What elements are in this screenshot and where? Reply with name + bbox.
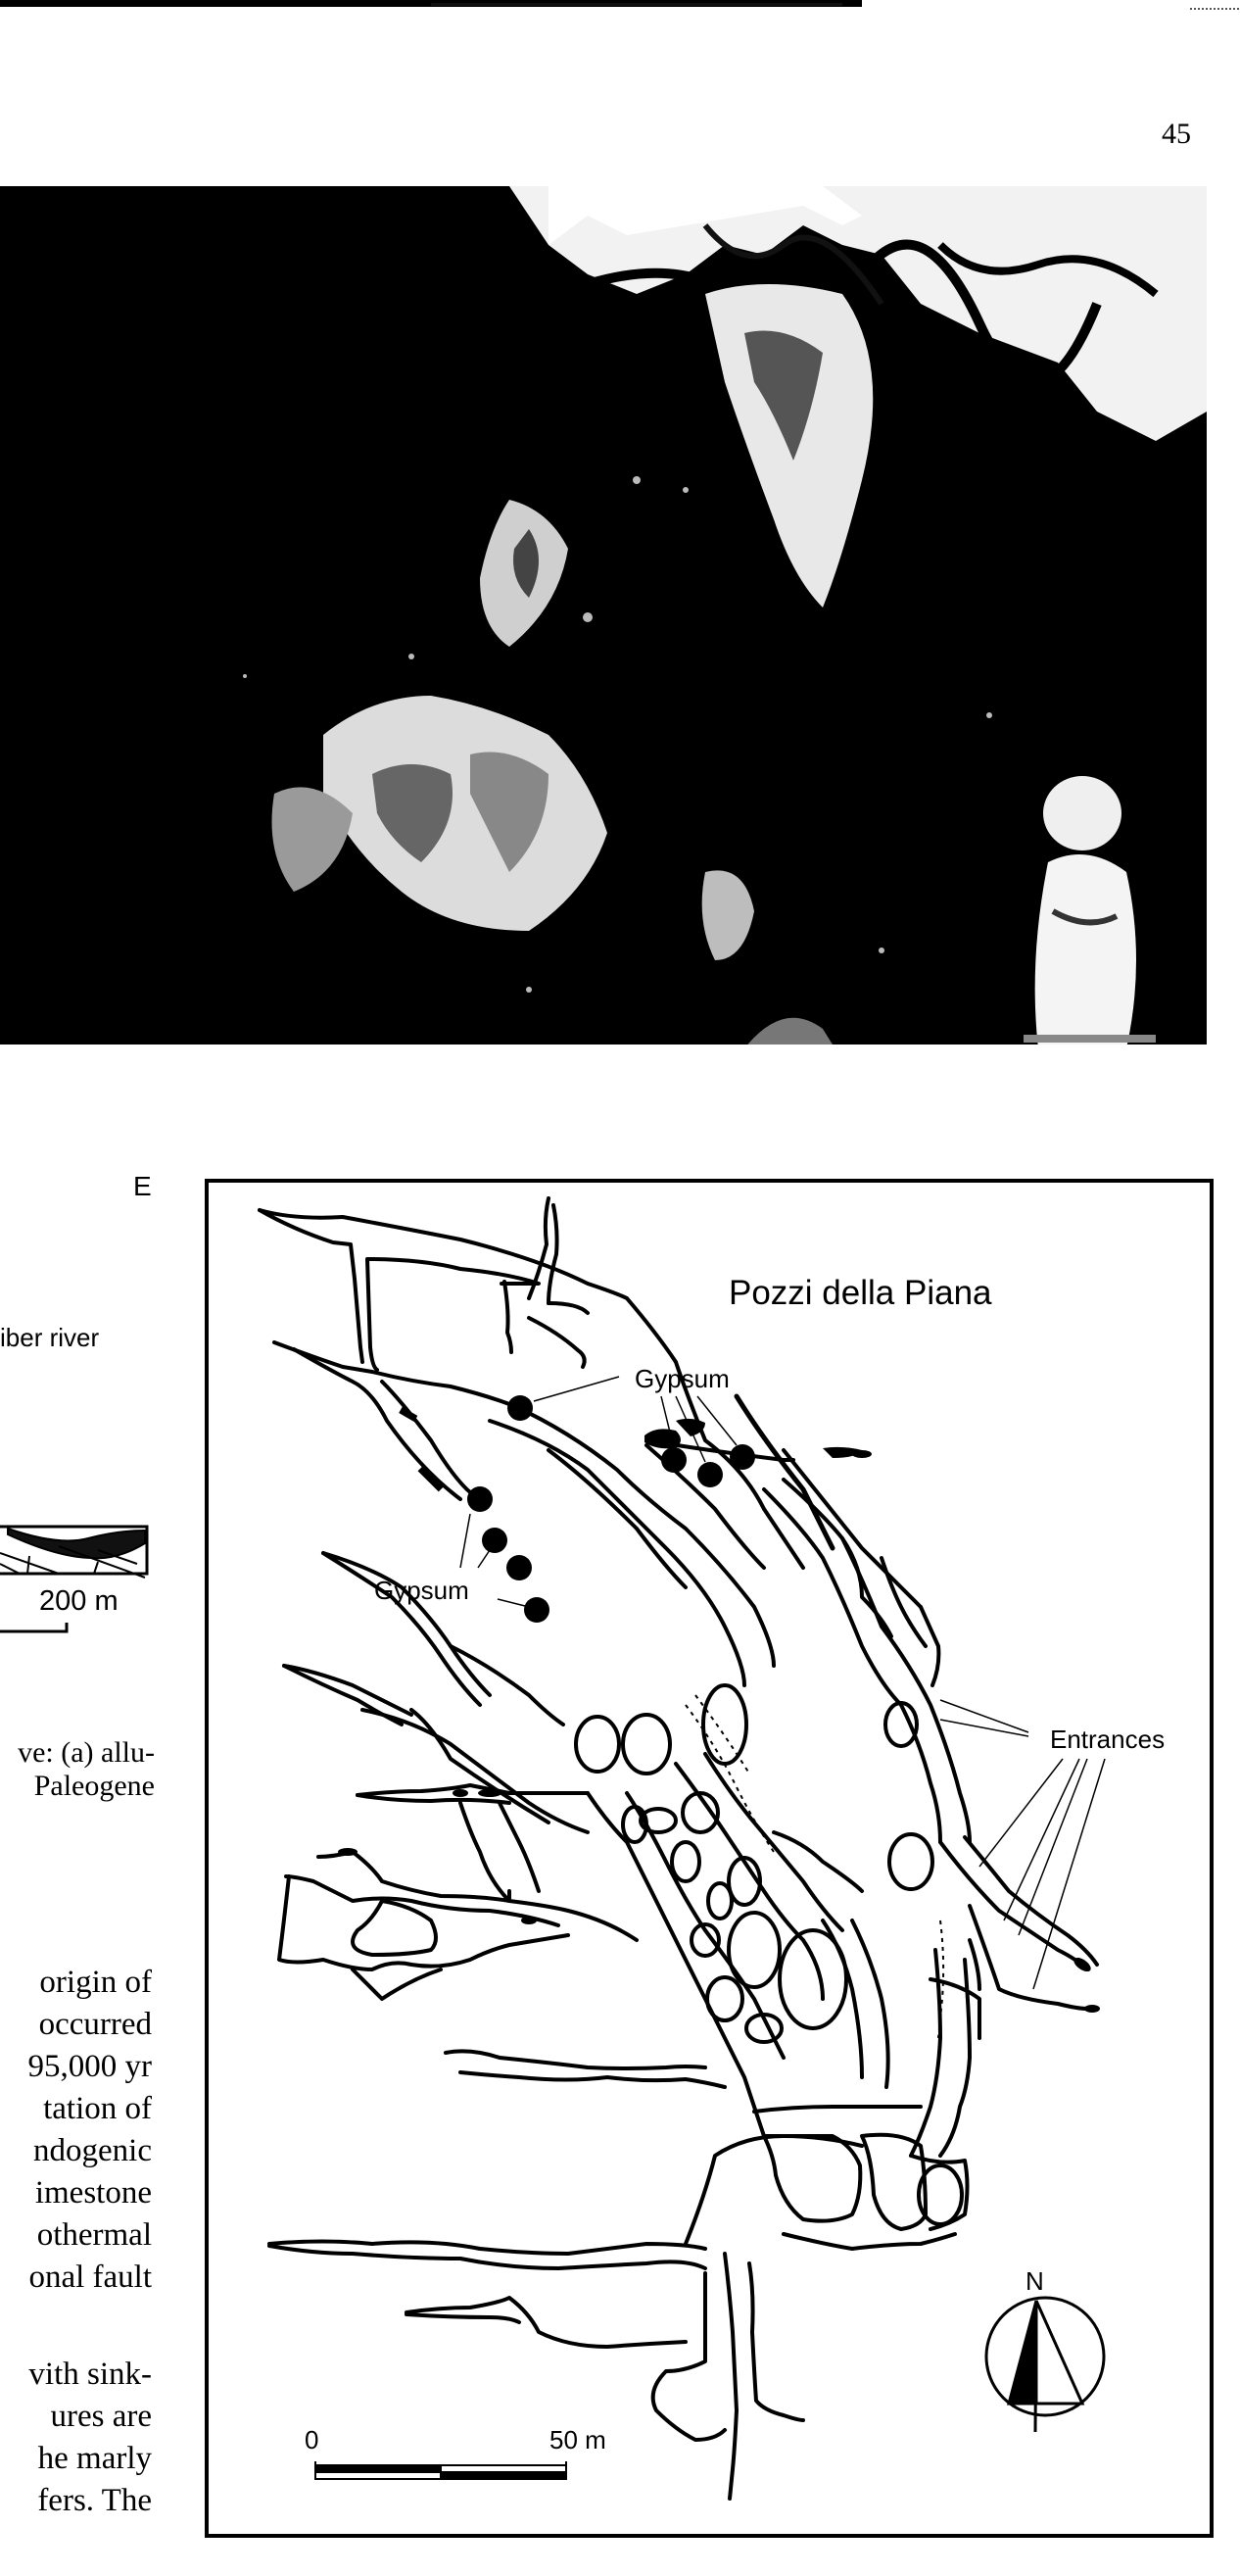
entrances-label: Entrances xyxy=(1050,1725,1166,1754)
north-label: N xyxy=(1025,2266,1044,2296)
gypsum-dot xyxy=(467,1486,493,1512)
body-text-line: 95,000 yr xyxy=(27,2049,153,2084)
body-text-line: tation of xyxy=(43,2091,152,2126)
body-text-line: othermal xyxy=(36,2217,152,2253)
gypsum-dot xyxy=(730,1444,755,1470)
cave-photograph xyxy=(0,186,1207,1045)
gypsum-dot xyxy=(507,1395,533,1421)
tiber-river-label: iber river xyxy=(0,1323,100,1352)
top-rule-secondary xyxy=(431,3,842,6)
gypsum-dot xyxy=(697,1462,723,1487)
north-arrow-icon xyxy=(984,2296,1106,2433)
body-text-line: vith sink- xyxy=(28,2357,152,2392)
gypsum-dot xyxy=(506,1555,532,1580)
scale-bar-zero-label: 0 xyxy=(305,2425,319,2454)
figure-caption-line-1: ve: (a) allu- xyxy=(18,1736,155,1769)
body-text-line: ndogenic xyxy=(33,2133,152,2168)
map-scale-bar xyxy=(314,2461,567,2480)
body-text-line: occurred xyxy=(38,2007,152,2042)
gypsum-markers xyxy=(467,1395,755,1623)
gypsum-dot xyxy=(524,1597,549,1623)
gypsum-dot xyxy=(482,1528,507,1553)
cross-section-east-label: E xyxy=(133,1171,152,1201)
body-text-line: ures are xyxy=(50,2399,152,2434)
scale-bar-end-label: 50 m xyxy=(549,2425,606,2454)
map-title: Pozzi della Piana xyxy=(729,1274,992,1312)
leader-lines xyxy=(459,1376,1106,1990)
cave-map-panel xyxy=(205,1179,1214,2538)
top-rule-dots xyxy=(1190,8,1239,12)
cave-passages xyxy=(258,1196,1099,2501)
gypsum-dot xyxy=(661,1447,687,1473)
body-text-line: fers. The xyxy=(37,2483,152,2518)
page-number: 45 xyxy=(1162,118,1191,150)
dashed-passage-lines xyxy=(685,1694,945,2039)
filled-passage-fragments xyxy=(338,1406,1100,2013)
cave-photo-image xyxy=(0,186,1207,1045)
figure-caption-line-2: Paleogene xyxy=(33,1770,155,1802)
body-text-line: he marly xyxy=(37,2441,152,2476)
cross-section-diagram xyxy=(0,1525,149,1633)
gypsum-label-lower: Gypsum xyxy=(374,1576,469,1605)
body-text-line: onal fault xyxy=(28,2260,152,2295)
body-text-line: origin of xyxy=(39,1965,152,2000)
gypsum-label-upper: Gypsum xyxy=(635,1364,730,1393)
cross-section-scale-label: 200 m xyxy=(39,1585,119,1617)
body-text-line: imestone xyxy=(34,2175,152,2211)
